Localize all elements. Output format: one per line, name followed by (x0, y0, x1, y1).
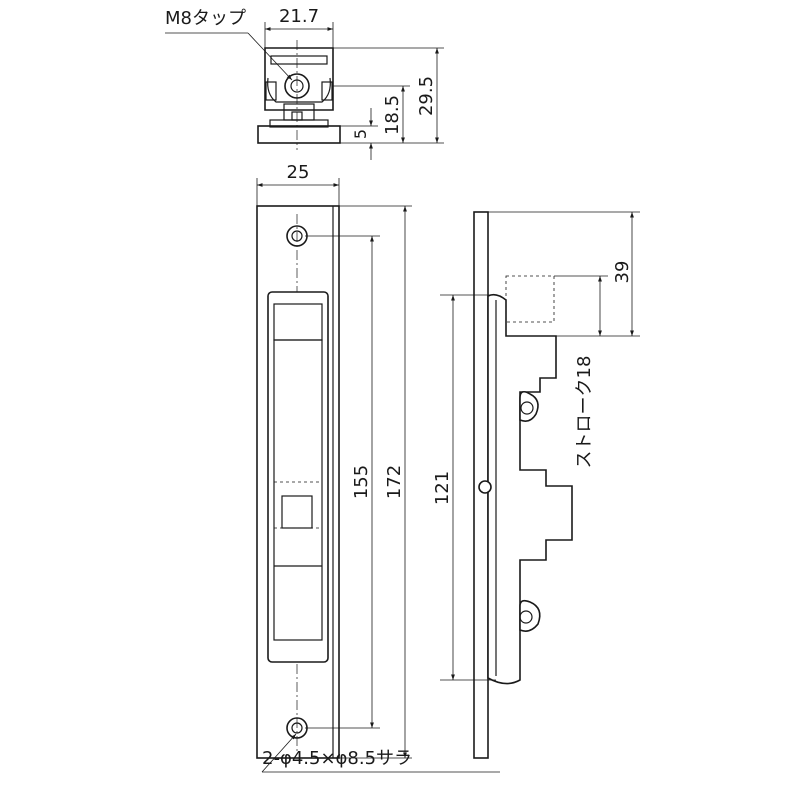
dim-29-5-label: 29.5 (416, 76, 437, 116)
dim-21-7-label: 21.7 (279, 6, 319, 27)
dim-39-label: 39 (612, 261, 633, 284)
front-view: 25 155 172 2-φ4.5×φ8.5サラ (256, 162, 500, 773)
dim-155-label: 155 (351, 465, 372, 499)
top-base-plate (257, 125, 341, 144)
top-left-lug (265, 81, 277, 101)
side-pivot (478, 480, 492, 494)
dim-172-label: 172 (384, 465, 405, 499)
side-bolt-extended (505, 275, 555, 323)
dim-18-5-label: 18.5 (382, 95, 403, 135)
side-lug-bottom (519, 599, 541, 632)
side-lug-top (519, 390, 539, 422)
tap-leader (247, 32, 293, 81)
stroke-label: ストローク18 (574, 356, 595, 469)
top-body-cap (270, 55, 328, 65)
side-view: 121 39 ストローク18 (432, 211, 640, 759)
holes-leader (261, 733, 297, 773)
dim-121-label: 121 (432, 471, 453, 505)
side-lug-top-hole (520, 401, 534, 415)
top-right-lug (321, 81, 333, 101)
tap-label: M8タップ (165, 8, 246, 29)
front-slider-body (273, 339, 323, 641)
dim-25-label: 25 (287, 162, 310, 183)
dim-5-label: 5 (351, 129, 370, 139)
front-latch-block (281, 495, 313, 529)
front-window (267, 291, 329, 663)
top-body-roller (267, 77, 331, 103)
side-lug-bottom-hole (519, 610, 533, 624)
top-view: M8タップ 21.7 29.5 18.5 5 (165, 6, 444, 160)
holes-label: 2-φ4.5×φ8.5サラ (262, 748, 412, 769)
side-body (487, 293, 573, 685)
